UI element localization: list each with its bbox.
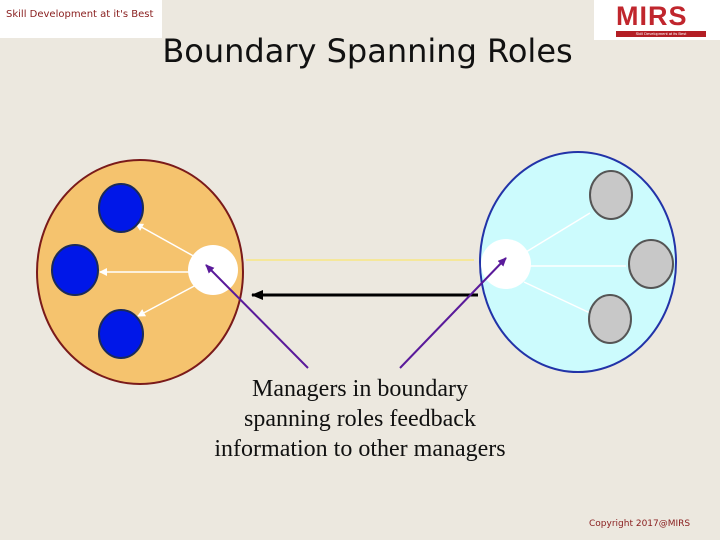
page-title: Boundary Spanning Roles <box>162 32 573 70</box>
logo-subtext: Skill Development at its Best <box>616 31 706 37</box>
right-member-1 <box>589 170 633 220</box>
caption-line: Managers in boundary <box>252 376 468 402</box>
tagline-banner <box>0 0 162 38</box>
left-member-1 <box>98 183 144 233</box>
pointer-arrow-left <box>205 264 309 369</box>
left-member-3 <box>98 309 144 359</box>
right-connector-1 <box>525 212 591 253</box>
right-member-2 <box>628 239 674 289</box>
caption-line: spanning roles feedback <box>244 406 476 432</box>
copyright-notice: Copyright 2017@MIRS <box>589 519 691 529</box>
left-connector-3 <box>137 283 199 317</box>
diagram-caption: Managers in boundary spanning roles feed… <box>160 374 560 464</box>
left-boundary-spanner <box>188 245 238 295</box>
left-connector-1 <box>135 223 198 259</box>
right-connector-3 <box>523 281 591 314</box>
caption-line: information to other managers <box>214 436 506 462</box>
logo: MIRS <box>616 1 688 31</box>
right-boundary-spanner <box>481 239 531 289</box>
right-member-3 <box>588 294 632 344</box>
tagline: Skill Development at it's Best <box>6 9 154 20</box>
pointer-arrow-right <box>399 257 507 369</box>
left-member-2 <box>51 244 99 296</box>
